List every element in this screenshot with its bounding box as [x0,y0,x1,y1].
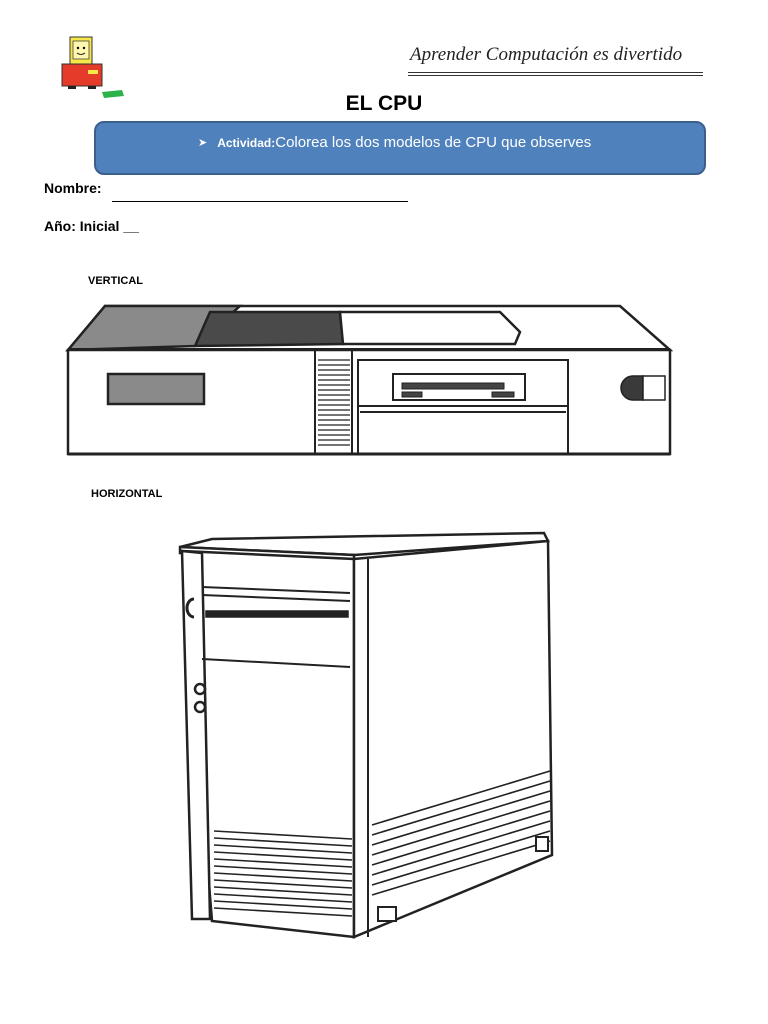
cartoon-computer-logo-icon [61,36,124,98]
activity-text-line: ➤ Actividad:Colorea los dos modelos de CP… [198,134,591,151]
page-title: EL CPU [345,92,423,115]
header-rule [408,72,703,73]
arrow-bullet-icon: ➤ [198,137,208,149]
activity-box: ➤ Actividad:Colorea los dos modelos de CP… [94,121,706,175]
year-label: Año: Inicial __ [44,218,139,234]
figure-label-horizontal: HORIZONTAL [91,488,163,500]
name-field-line[interactable] [112,201,408,202]
activity-instruction: Colorea los dos modelos de CPU que obser… [275,134,592,151]
figure-label-vertical: VERTICAL [88,275,143,287]
header-rule [408,75,703,76]
header-tagline: Aprender Computación es divertido [410,44,683,65]
desktop-cpu-case-icon [65,304,674,456]
tower-cpu-case-icon [178,531,554,939]
name-label: Nombre: [44,180,102,196]
activity-label: Actividad: [217,136,276,150]
